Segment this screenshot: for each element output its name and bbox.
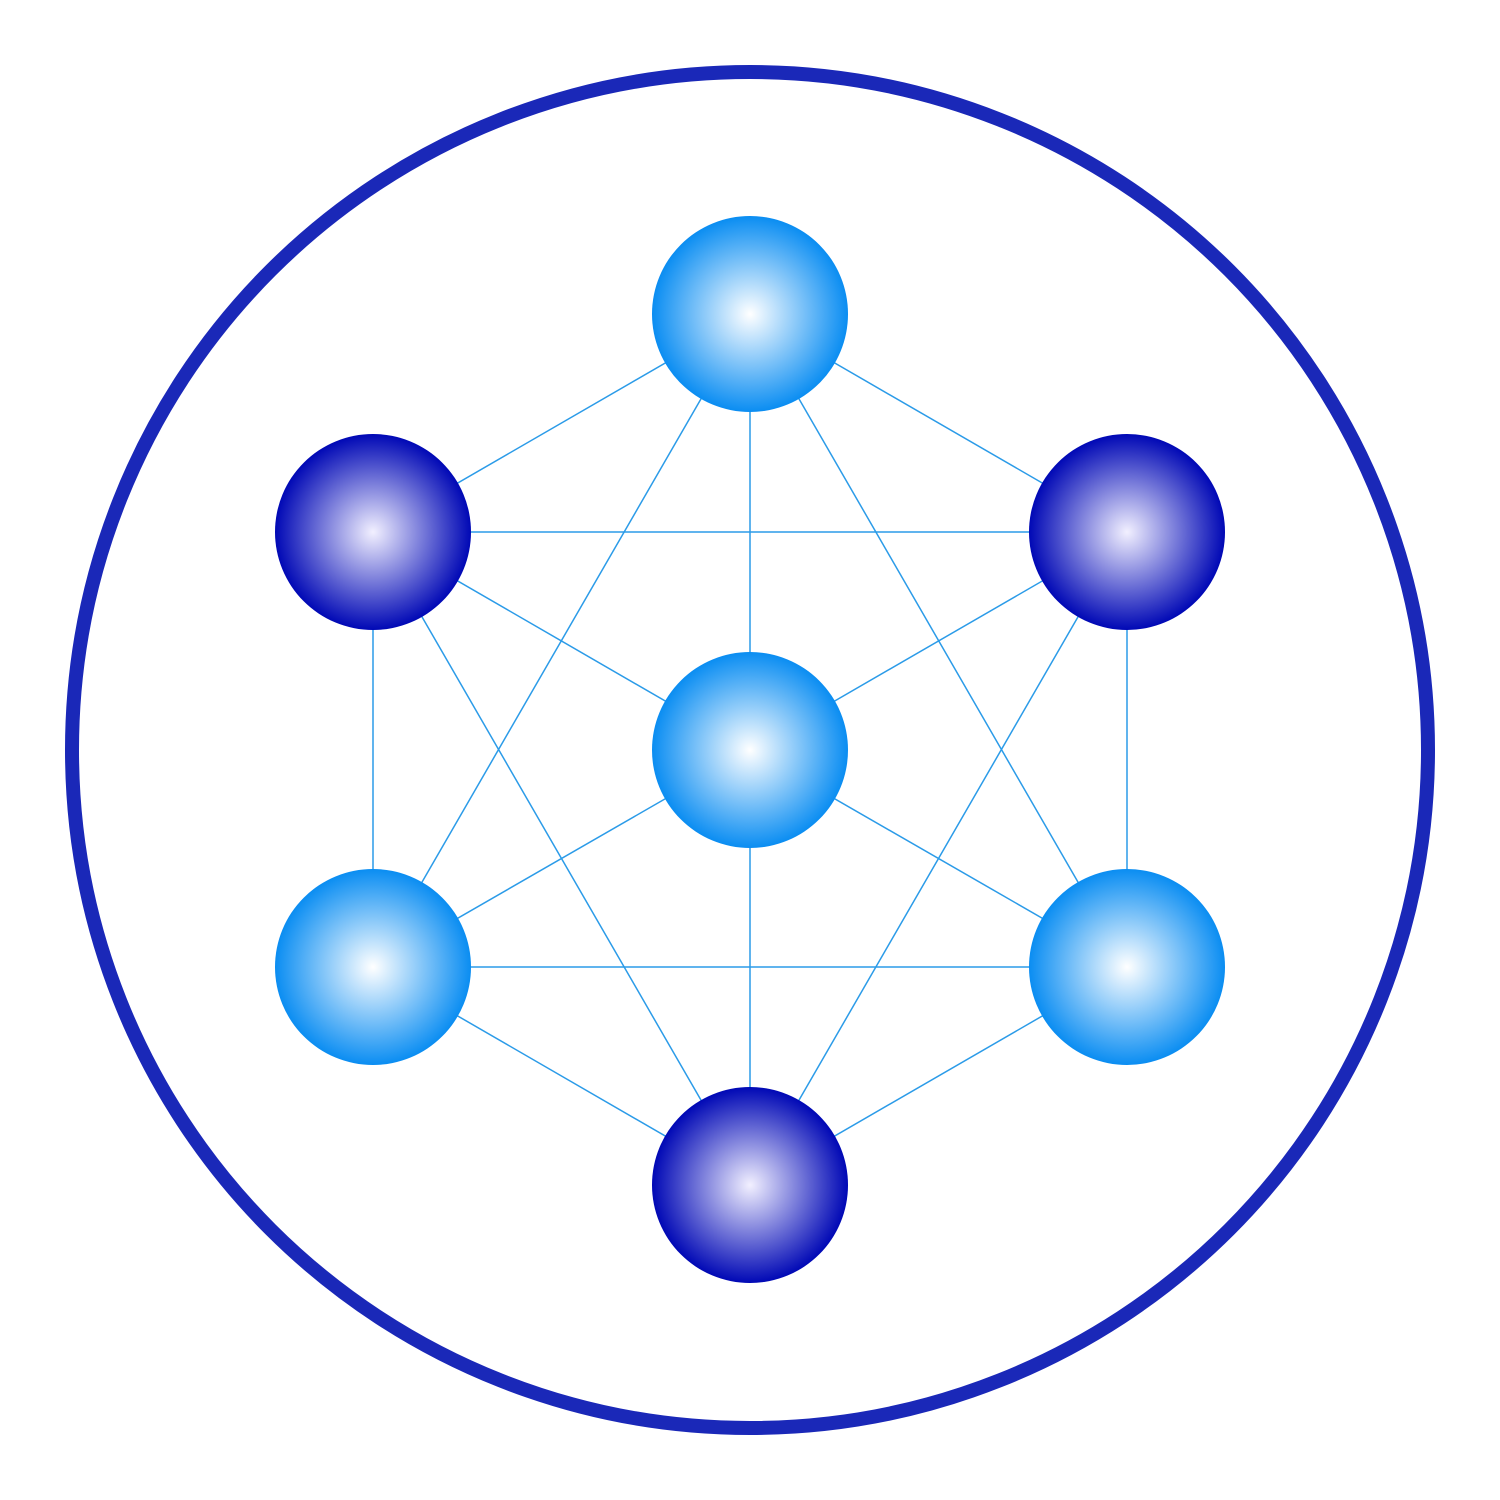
node-lower-left [275, 869, 471, 1065]
node-upper-right [1029, 434, 1225, 630]
node-layer [275, 216, 1225, 1283]
node-lower-right [1029, 869, 1225, 1065]
outer-ring [65, 65, 1435, 1435]
node-center [652, 652, 848, 848]
node-bottom [652, 1087, 848, 1283]
node-upper-left [275, 434, 471, 630]
node-top [652, 216, 848, 412]
